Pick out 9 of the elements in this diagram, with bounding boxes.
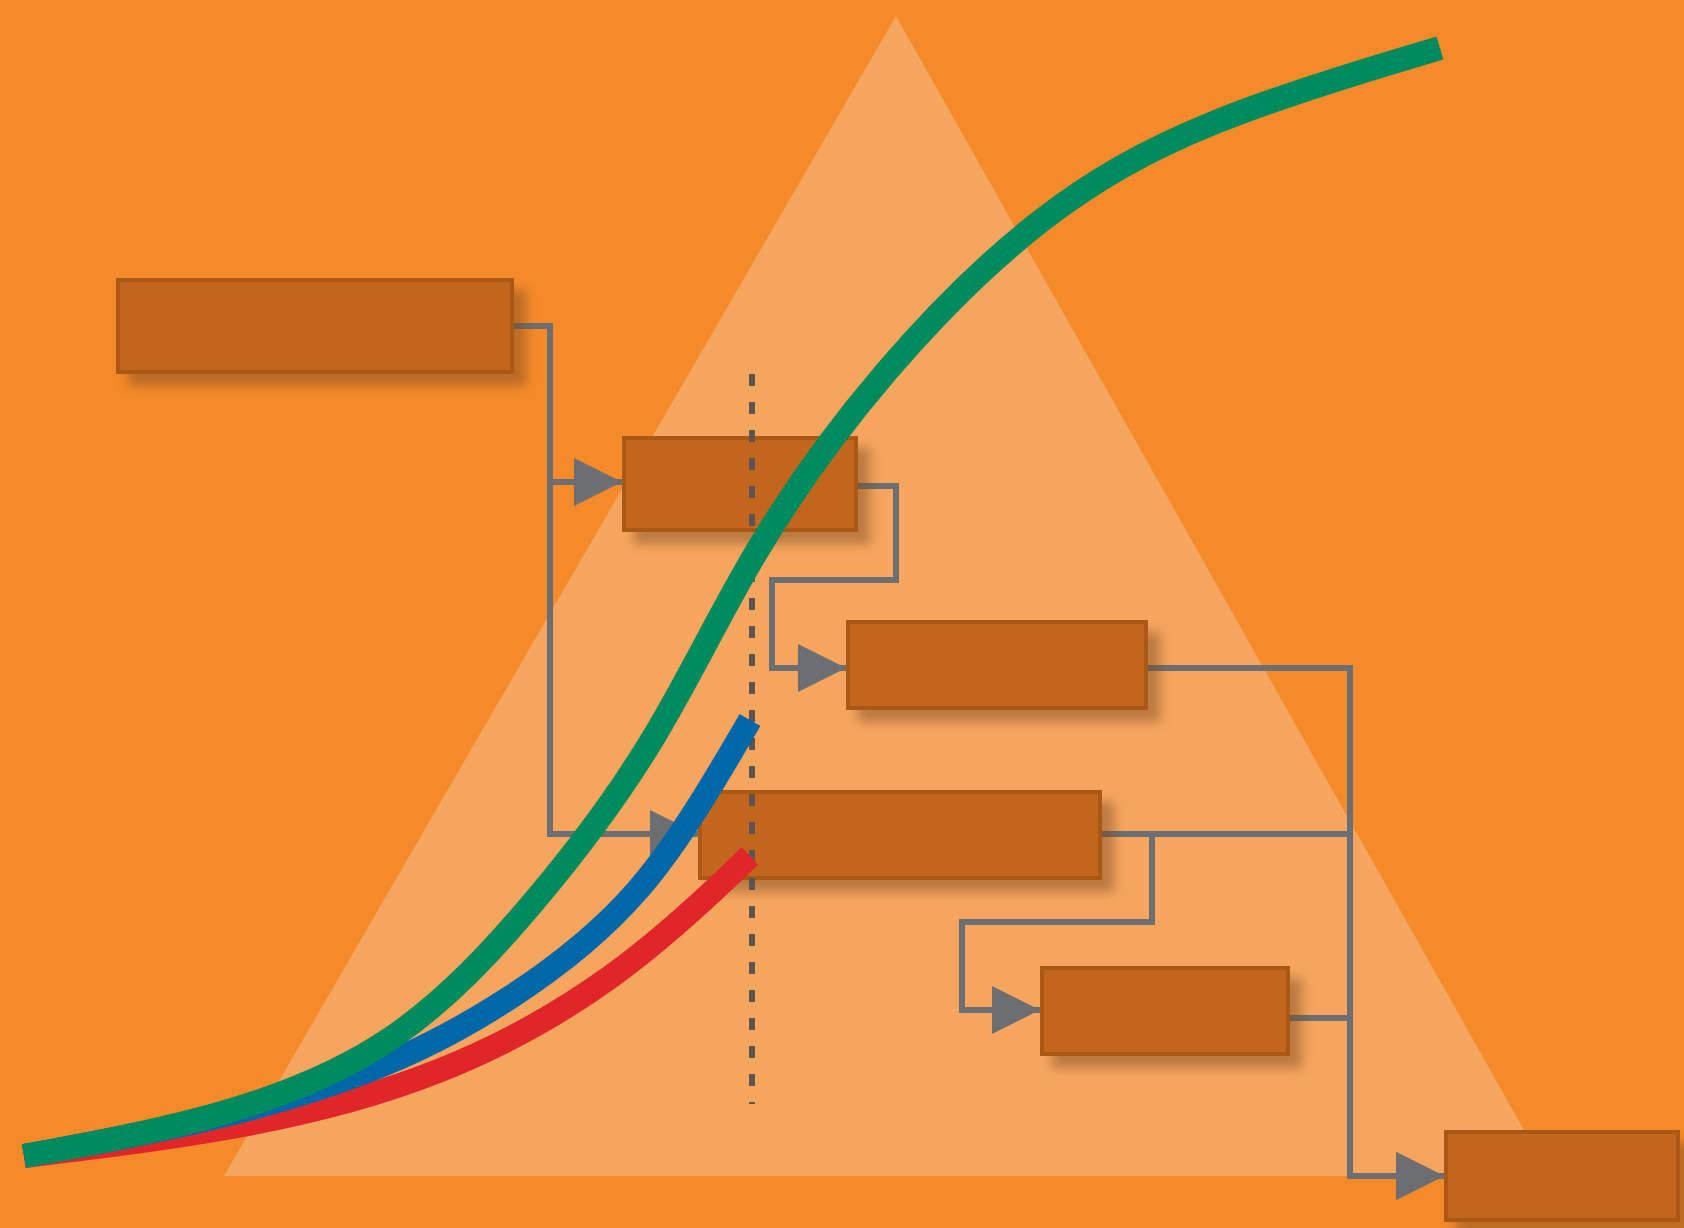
process-box [1444, 1130, 1680, 1222]
arrow [514, 323, 698, 858]
arrow [769, 483, 899, 692]
process-box [1040, 966, 1290, 1056]
arrow [1290, 1015, 1444, 1200]
arrow [959, 831, 1155, 1034]
process-box [698, 790, 1102, 880]
process-box [116, 278, 514, 374]
process-box [846, 620, 1148, 710]
